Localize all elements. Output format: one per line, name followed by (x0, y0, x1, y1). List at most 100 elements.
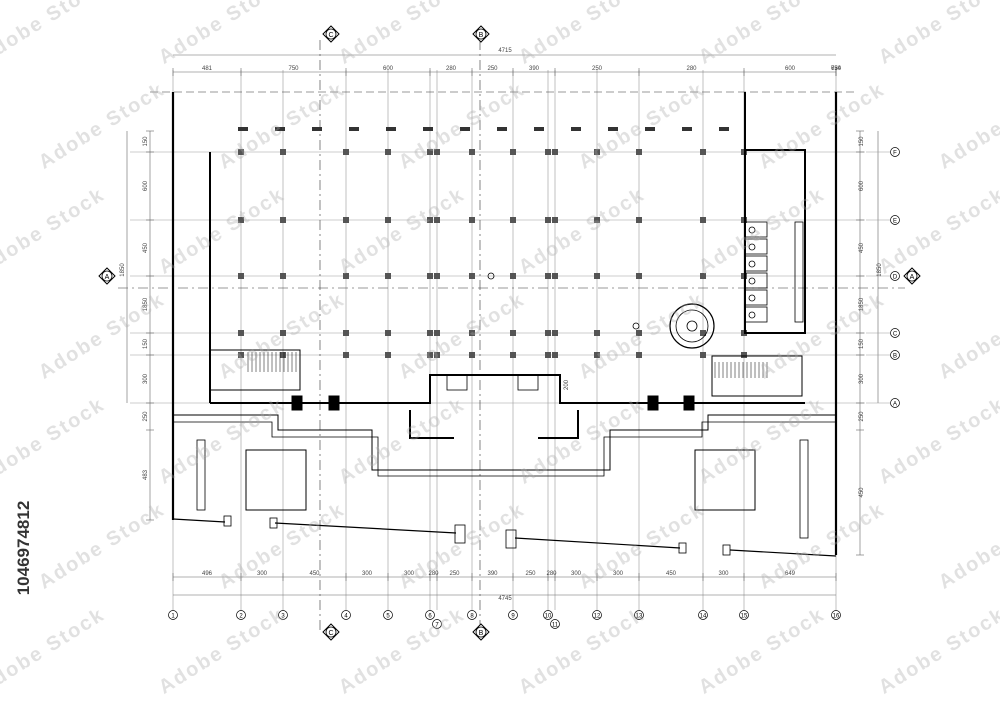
toilet-stall (744, 238, 768, 255)
column (385, 273, 391, 279)
door-post (683, 395, 695, 411)
planter-east (538, 410, 579, 439)
dimension-label: 600 (785, 66, 796, 72)
column (545, 352, 551, 358)
column (636, 352, 642, 358)
axis-bubble (467, 610, 477, 620)
column (636, 273, 642, 279)
dimension-label: 250 (592, 66, 603, 72)
column (280, 149, 286, 155)
entrance-door (517, 374, 539, 391)
axis-bubble (425, 610, 435, 620)
round-feature-center (686, 320, 698, 332)
column (510, 330, 516, 336)
column (594, 149, 600, 155)
column (469, 217, 475, 223)
section-bubble (325, 28, 337, 40)
column (636, 217, 642, 223)
axis-label: 15 (741, 613, 748, 619)
axis-label: 5 (386, 613, 390, 619)
column (700, 330, 706, 336)
dimension-label: 300 (257, 571, 268, 577)
column (238, 149, 244, 155)
column (545, 330, 551, 336)
axis-bubble (550, 619, 560, 629)
toilet-stall (744, 306, 768, 323)
axis-label: 13 (636, 613, 643, 619)
axis-bubble (831, 610, 841, 620)
column (700, 149, 706, 155)
axis-bubble (592, 610, 602, 620)
dimension-label: 300 (859, 373, 865, 384)
column (280, 217, 286, 223)
axis-bubble (739, 610, 749, 620)
axis-bubble (543, 610, 553, 620)
dimension-label: 280 (446, 66, 457, 72)
column (238, 217, 244, 223)
column (434, 273, 440, 279)
column (552, 330, 558, 336)
column (510, 273, 516, 279)
beam-mark (571, 127, 581, 131)
stock-id-label: 1046974812 (14, 500, 33, 596)
column (427, 330, 433, 336)
toilet-stall (744, 221, 768, 238)
column (636, 149, 642, 155)
terrace-outline-inner (173, 421, 836, 477)
urinal-wall (794, 221, 804, 323)
section-bubble (101, 270, 113, 282)
dimension-label: 300 (571, 571, 582, 577)
section-label: B (479, 630, 484, 637)
axis-label: 11 (552, 622, 559, 628)
dimension-label: 390 (487, 571, 498, 577)
axis-bubble (236, 610, 246, 620)
column (469, 330, 475, 336)
dimension-label: 250 (487, 66, 498, 72)
toilet-stall (744, 289, 768, 306)
beam-mark (682, 127, 692, 131)
ramp-edge (514, 537, 681, 549)
toilet-icon (748, 226, 756, 234)
column (552, 149, 558, 155)
column (636, 330, 642, 336)
dimension-label: 1850 (120, 263, 126, 277)
dimension-label: 750 (288, 66, 299, 72)
column (427, 217, 433, 223)
dimension-label: 450 (859, 487, 865, 498)
column (238, 330, 244, 336)
axis-label: C (893, 331, 898, 337)
column (427, 273, 433, 279)
toilet-icon (748, 294, 756, 302)
axis-label: 9 (511, 613, 515, 619)
section-label: A (105, 274, 110, 281)
dimension-label: 280 (428, 571, 439, 577)
column (594, 273, 600, 279)
column (343, 149, 349, 155)
column (280, 330, 286, 336)
dimension-label: 450 (666, 571, 677, 577)
dimension-label: 300 (143, 373, 149, 384)
dimension-label: 390 (529, 66, 540, 72)
beam-mark (460, 127, 470, 131)
beam-mark (645, 127, 655, 131)
bollard (223, 515, 232, 527)
axis-bubble (890, 271, 900, 281)
bollard (454, 524, 466, 544)
column (510, 217, 516, 223)
column (427, 352, 433, 358)
column (552, 273, 558, 279)
building-structure (171, 92, 838, 557)
column (594, 330, 600, 336)
axis-label: 4 (344, 613, 348, 619)
dimension-label: 280 (686, 66, 697, 72)
dimension-label: 300 (362, 571, 373, 577)
column (545, 217, 551, 223)
axis-label: 14 (700, 613, 707, 619)
ramp-edge (274, 522, 457, 534)
column (545, 273, 551, 279)
overall-dimension-top: 4715 (498, 48, 512, 54)
dimension-label: 450 (309, 571, 320, 577)
column (700, 217, 706, 223)
dimension-label: 250 (525, 571, 536, 577)
